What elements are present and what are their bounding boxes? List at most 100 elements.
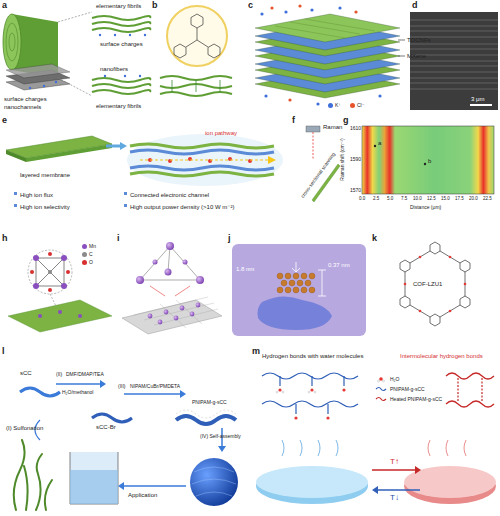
legend-text: Cl⁻ [357, 103, 364, 108]
annotation-label: ion pathway [205, 130, 237, 136]
annotation-label: High output power density (>10 W m⁻²) [130, 204, 234, 210]
annotation-label: Application [128, 492, 157, 498]
annotation-label: elementary fibrils [96, 103, 141, 109]
legend-swatch [350, 103, 355, 108]
annotation-label: 1590 [350, 157, 361, 162]
panel-h-art [8, 250, 112, 332]
legend-item: Cl⁻ [350, 103, 364, 108]
legend-item: H₂O [390, 377, 399, 382]
annotation-label: T↑ [390, 458, 399, 466]
panel-letter: d [412, 1, 418, 10]
raman-heatmap [362, 126, 494, 194]
annotation-label: 5.0 [387, 197, 393, 202]
panel-letter: b [152, 1, 158, 10]
legend-swatch [82, 260, 87, 265]
annotation-label: elementary fibrils [96, 3, 141, 9]
legend-item: Mn [82, 244, 96, 249]
annotation-label: Intermolecular hydrogen bonds [400, 353, 483, 359]
annotation-label: (IV) Self-assembly [200, 434, 241, 439]
annotation-label: 2.5 [373, 197, 379, 202]
legend-swatch [82, 252, 87, 257]
annotation-label: b [428, 158, 431, 164]
annotation-label: Connected electronic channel [130, 192, 209, 198]
legend-text: C [89, 252, 93, 257]
legend-text: K⁺ [335, 103, 341, 108]
annotation-label: cross-sectional scanning [300, 152, 336, 199]
annotation-label: TOCNFs [407, 37, 431, 43]
annotation-label: 0.37 nm [328, 262, 350, 268]
sem-image [410, 12, 498, 110]
legend-text: PNIPAM-g-sCC [390, 387, 425, 392]
panel-i-art [122, 242, 222, 334]
panel-b-art [160, 6, 232, 96]
legend-text: Mn [89, 244, 96, 249]
annotation-label: 0.0 [359, 197, 365, 202]
annotation-label: (I) Sulfonation [6, 425, 43, 431]
annotation-label: DMF/DMAP/TEA [66, 372, 104, 377]
annotation-label: 20.0 [469, 197, 478, 202]
panel-e-art [6, 134, 283, 207]
annotation-label: nanofibers [100, 66, 128, 72]
panel-letter: a [2, 1, 7, 10]
annotation-label: a [378, 140, 381, 146]
annotation-label: nanochannels [4, 104, 41, 110]
annotation-label: sCC-Br [96, 424, 116, 430]
annotation-label: PNIPAM-g-sCC [192, 400, 227, 405]
panel-a-art [3, 12, 150, 96]
annotation-label: 7.5 [401, 197, 407, 202]
legend-item: O [82, 260, 93, 265]
panel-letter: m [252, 347, 260, 356]
legend-icons [376, 377, 386, 400]
legend-item: PNIPAM-g-sCC [390, 387, 425, 392]
legend-text: H₂O [390, 377, 399, 382]
legend-swatch [328, 103, 333, 108]
panel-letter: f [292, 116, 295, 125]
annotation-label: Raman shift (cm⁻¹) [340, 138, 345, 180]
annotation-label: surface charges [4, 96, 47, 102]
legend-text: O [89, 260, 93, 265]
annotation-label: 15.0 [441, 197, 450, 202]
annotation-label: 22.5 [483, 197, 492, 202]
legend-swatch [82, 244, 87, 249]
annotation-label: Distance (μm) [410, 205, 441, 210]
panel-l-art [14, 380, 238, 510]
annotation-label: (II) [56, 372, 62, 377]
annotation-label: H₂O/methanol [62, 390, 93, 395]
panel-letter: l [2, 347, 5, 356]
annotation-label: 1.8 nm [236, 266, 254, 272]
panel-j-art [232, 244, 366, 336]
annotation-label: High ion flux [20, 192, 53, 198]
cof-structure [400, 242, 470, 326]
annotation-label: 17.5 [455, 197, 464, 202]
panel-letter: j [228, 234, 231, 243]
annotation-label: MXene [407, 53, 426, 59]
annotation-label: surface charges [100, 41, 143, 47]
annotation-label: COF-LZU1 [413, 281, 442, 287]
panel-letter: h [2, 234, 8, 243]
annotation-label: 3 μm [471, 96, 484, 102]
annotation-label: Hydrogen bonds with water molecules [262, 353, 363, 359]
panel-letter: k [372, 234, 377, 243]
annotation-label: 1610 [350, 126, 361, 131]
panel-letter: c [248, 1, 253, 10]
annotation-label: Raman [323, 124, 342, 130]
annotation-label: High ion selectivity [20, 204, 70, 210]
annotation-label: (III) [118, 384, 126, 389]
annotation-label: sCC [20, 370, 32, 376]
legend-item: K⁺ [328, 103, 341, 108]
legend-item: C [82, 252, 93, 257]
annotation-label: NIPAM/CuBr/PMDETA [130, 384, 180, 389]
legend-item: Heated PNIPAM-g-sCC [390, 397, 442, 402]
legend-text: Heated PNIPAM-g-sCC [390, 397, 442, 402]
annotation-label: T↓ [390, 494, 399, 502]
panel-letter: i [117, 234, 120, 243]
panel-c-art [255, 4, 405, 105]
panel-m-art [256, 373, 496, 504]
annotation-label: layered membrane [20, 172, 70, 178]
annotation-label: 1570 [350, 188, 361, 193]
annotation-label: 12.5 [427, 197, 436, 202]
panel-letter: g [343, 116, 349, 125]
panel-letter: e [2, 116, 7, 125]
annotation-label: 10.0 [413, 197, 422, 202]
